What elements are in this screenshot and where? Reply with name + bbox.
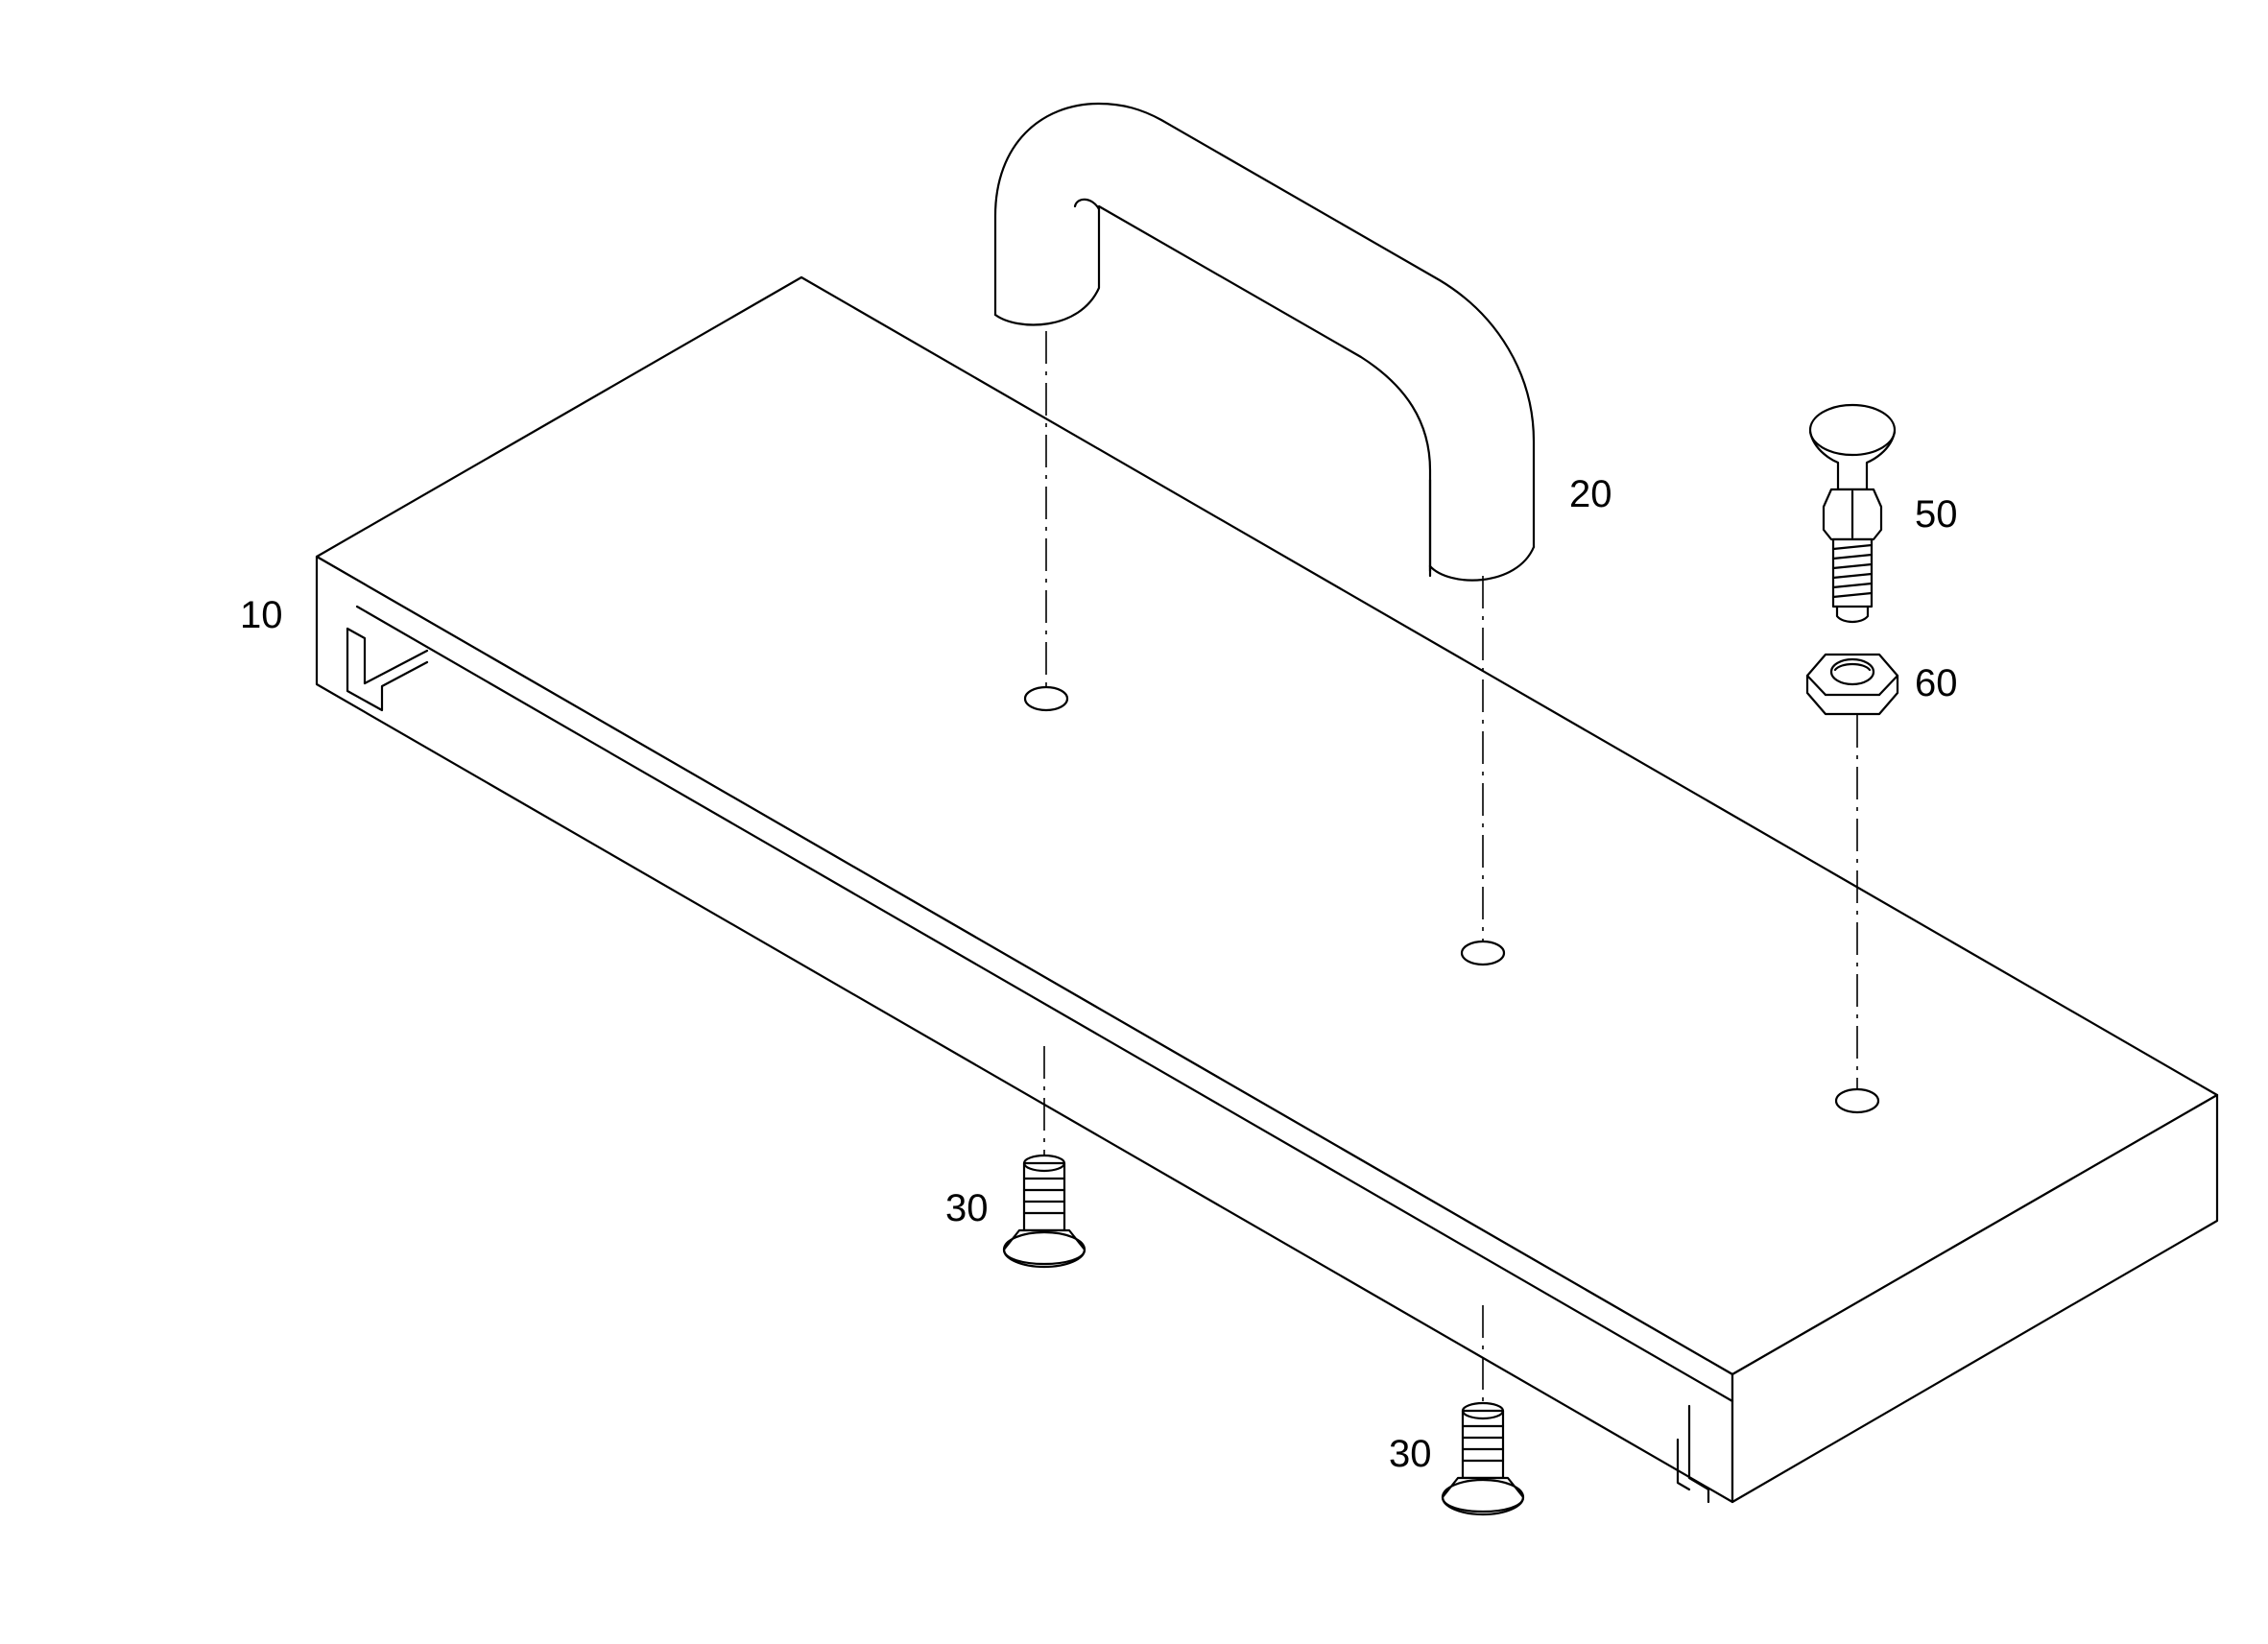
label-hex-nut: 60 — [1915, 662, 1958, 704]
label-index-plunger: 50 — [1915, 493, 1958, 536]
base-plate — [315, 275, 2219, 1504]
index-plunger — [1808, 403, 1897, 624]
screw-left — [1002, 1154, 1086, 1269]
u-handle — [993, 102, 1536, 582]
plunger-thread — [1831, 543, 1874, 599]
label-handle: 20 — [1569, 473, 1612, 515]
label-screw-left: 30 — [945, 1187, 989, 1229]
label-screw-right: 30 — [1389, 1433, 1432, 1475]
label-plate: 10 — [240, 594, 283, 636]
screw-right — [1441, 1401, 1525, 1516]
assembly-axes — [1043, 331, 1858, 1403]
hex-nut — [1805, 653, 1899, 716]
screw-right-thread — [1461, 1424, 1505, 1463]
screw-left-thread — [1022, 1177, 1066, 1215]
